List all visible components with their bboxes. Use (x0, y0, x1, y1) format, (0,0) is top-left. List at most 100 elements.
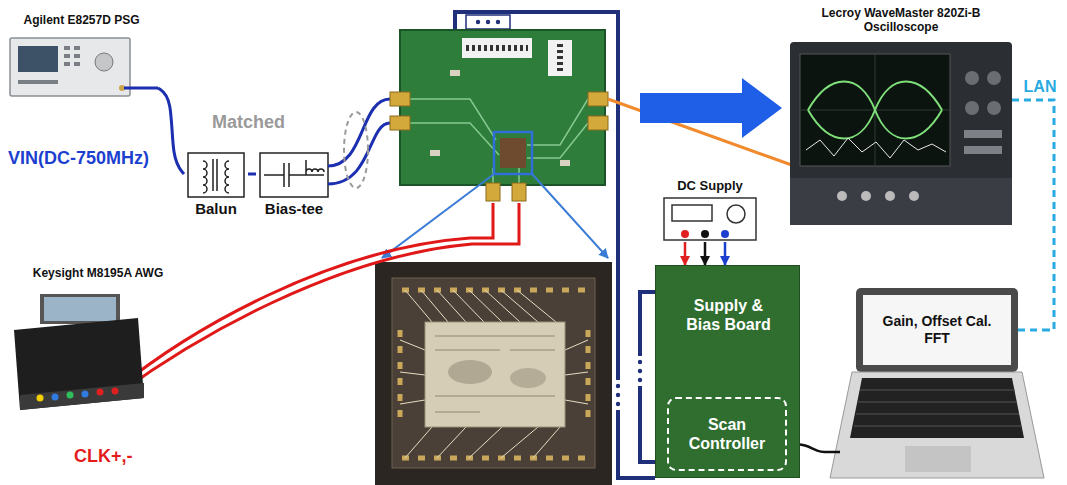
supply-display (672, 205, 712, 221)
die (425, 322, 565, 427)
annotation-label: Matched (212, 112, 285, 134)
supply-terminal (721, 230, 729, 238)
scope-button (964, 130, 1002, 138)
generator-screen (18, 46, 58, 72)
sma-connector (390, 92, 410, 106)
smd-part (450, 70, 460, 76)
sma-connector (588, 92, 608, 106)
supply-terminal (681, 230, 689, 238)
awg-connector (67, 392, 74, 399)
node-label: Scan Controller (677, 415, 777, 453)
bond-pad-row (586, 330, 591, 420)
scope-input (837, 191, 847, 201)
pcb-board (400, 30, 605, 185)
cable (248, 173, 256, 176)
bond-pad-row (402, 456, 586, 461)
smd-part (560, 160, 570, 166)
scope-knob (987, 71, 1001, 85)
sma-connector (486, 183, 500, 201)
sma-connector (512, 183, 526, 201)
clock-cable (118, 203, 493, 388)
scope-grid (800, 54, 950, 166)
supply-terminal (701, 230, 709, 238)
zoom-line (532, 174, 608, 258)
scope-knob (965, 101, 979, 115)
scope-front-strip (790, 178, 1012, 225)
awg-connector (97, 389, 104, 396)
capacitor-symbol (264, 163, 324, 187)
signal-generator-body (10, 38, 130, 96)
supply-knob (727, 205, 745, 223)
laptop-screen (863, 295, 1011, 365)
scope-input (885, 191, 895, 201)
die-blotch (448, 360, 492, 384)
eye-diagram (808, 82, 942, 139)
awg-connector (37, 395, 44, 402)
cable (704, 242, 707, 265)
cable (1012, 100, 1054, 330)
scope-input (861, 191, 871, 201)
laptop-touchpad (905, 446, 971, 472)
generator-knob (95, 53, 113, 71)
smd-part (430, 150, 440, 156)
bond-pad-row (398, 330, 403, 420)
chip-photo (375, 262, 612, 485)
bus-dot (486, 20, 490, 24)
bus-dot (616, 384, 620, 388)
node-label: Agilent E8257D PSG (9, 13, 154, 27)
die-blotch (510, 368, 546, 388)
bus-dot (476, 20, 480, 24)
generator-keys (18, 48, 80, 82)
awg-screen (44, 297, 116, 321)
scope-knob (987, 101, 1001, 115)
signal-label: VIN(DC-750MHz) (8, 148, 149, 170)
chip-highlight (494, 132, 532, 174)
scope-knob (965, 71, 979, 85)
bias-tee-block: Bias-tee (256, 150, 332, 222)
balun-box (188, 153, 244, 197)
awg-front (20, 383, 144, 410)
bus-dot (616, 402, 620, 406)
node-label: Supply & Bias Board (676, 296, 781, 334)
usb-cable-stub (826, 451, 840, 454)
scope-screen (800, 54, 950, 166)
inductor-symbol (306, 160, 324, 175)
pcb-trace (410, 99, 588, 183)
bond-wires (400, 290, 588, 458)
bus-dots-patch (466, 15, 510, 29)
oscilloscope: Lecroy WaveMaster 820Zi-B Oscilloscope (790, 2, 1012, 228)
cable (684, 242, 687, 265)
bias-tee-box (260, 153, 328, 197)
chip-package (500, 138, 526, 168)
scan-controller: Scan Controller (667, 397, 787, 471)
bus-dot (616, 393, 620, 397)
pin-header (548, 40, 572, 76)
supply-bias-board: Scan Controller Supply & Bias Board (655, 265, 800, 478)
rf-cable (328, 123, 390, 184)
sma-connector (588, 116, 608, 130)
signal-generator: Agilent E8257D PSG (5, 5, 158, 102)
bus-dot (638, 378, 642, 382)
matched-cable-mark (344, 112, 368, 188)
node-label: DC Supply (662, 178, 758, 194)
bus-dot (638, 369, 642, 373)
awg-connector (82, 391, 89, 398)
laptop-bezel (856, 288, 1018, 372)
flow-arrow (640, 78, 782, 138)
dc-supply: DC Supply (662, 178, 758, 242)
scope-body (790, 42, 1012, 225)
die-texture (435, 336, 555, 412)
edge-label: LAN (1021, 77, 1060, 96)
rf-cable (328, 99, 390, 166)
scope-button (964, 146, 1002, 154)
transformer-symbol (203, 159, 229, 193)
awg-body (14, 318, 144, 410)
laptop-base (830, 372, 1044, 478)
balun-block: Balun (184, 150, 248, 222)
keyboard-rows (854, 390, 1021, 426)
bus-dots-patch (633, 356, 647, 386)
awg-connector (52, 394, 59, 401)
pin-header (462, 38, 532, 58)
awg-connector (112, 388, 119, 395)
